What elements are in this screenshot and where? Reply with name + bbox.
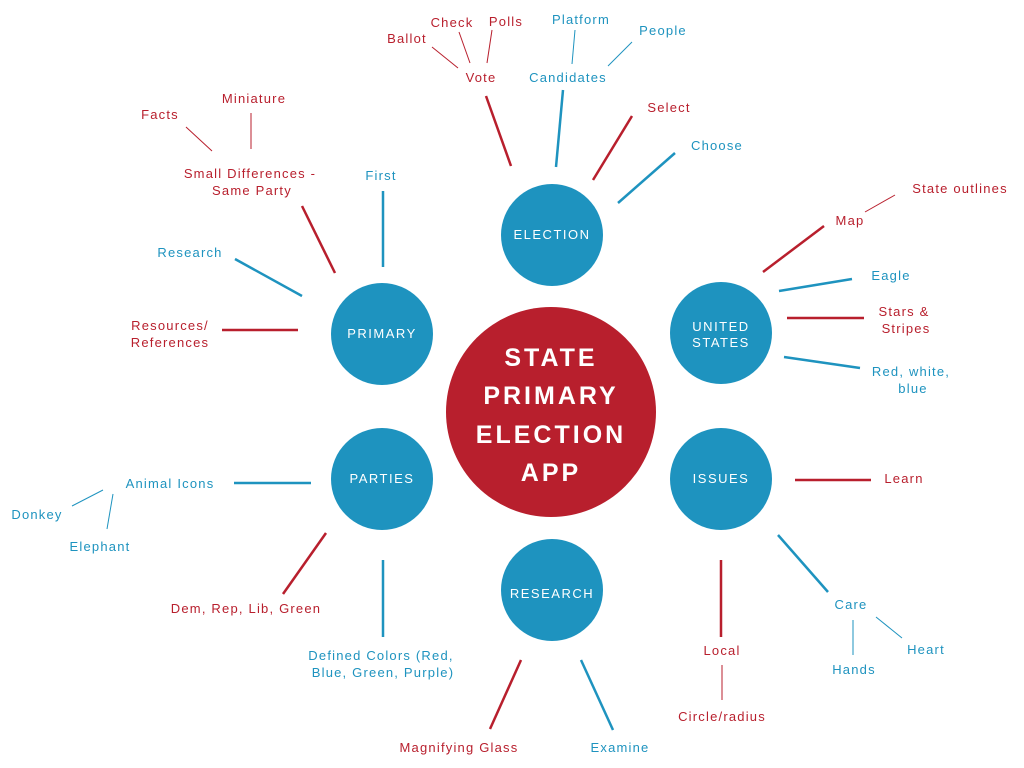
connector-select xyxy=(591,115,634,181)
label-magnifying-glass: Magnifying Glass xyxy=(400,740,519,755)
node-primary-circle xyxy=(331,283,433,385)
node-research-label: RESEARCH xyxy=(510,586,594,601)
node-parties-label: PARTIES xyxy=(350,471,415,486)
label-people: People xyxy=(639,23,687,38)
united-states-branch: Map State outlines Eagle Stars & Stripes… xyxy=(836,181,1008,396)
research-branch: Magnifying Glass Examine xyxy=(400,740,650,755)
label-facts: Facts xyxy=(141,107,179,122)
label-care: Care xyxy=(835,597,868,612)
connector-vote xyxy=(484,95,513,167)
parties-branch: Animal Icons Donkey Elephant Dem, Rep, L… xyxy=(11,476,455,680)
label-polls: Polls xyxy=(489,14,523,29)
connector-polls xyxy=(486,29,493,64)
node-research-circle xyxy=(501,539,603,641)
label-first: First xyxy=(365,168,396,183)
connector-map xyxy=(762,225,825,273)
label-small-differences-2: Same Party xyxy=(212,183,292,198)
label-red-white-blue-2: blue xyxy=(898,381,927,396)
connector-facts xyxy=(185,126,213,152)
label-resources-1: Resources/ xyxy=(131,318,209,333)
label-resources-2: References xyxy=(131,335,209,350)
label-map: Map xyxy=(836,213,865,228)
connector-ballot xyxy=(431,46,459,69)
connector-small-differences xyxy=(300,205,337,274)
label-research: Research xyxy=(157,245,222,260)
node-issues-circle xyxy=(670,428,772,530)
node-election-label: ELECTION xyxy=(513,227,590,242)
center-title-line-3: ELECTION xyxy=(476,421,626,449)
node-primary-label: PRIMARY xyxy=(347,326,417,341)
label-miniature: Miniature xyxy=(222,91,286,106)
connector-lines xyxy=(71,29,903,731)
label-ballot: Ballot xyxy=(387,31,427,46)
label-defined-colors-2: Blue, Green, Purple) xyxy=(312,665,455,680)
primary-branch: First Small Differences - Same Party Fac… xyxy=(131,91,396,350)
label-local: Local xyxy=(703,643,740,658)
node-election-circle xyxy=(501,184,603,286)
label-platform: Platform xyxy=(552,12,610,27)
node-circles xyxy=(331,184,772,641)
label-animal-icons: Animal Icons xyxy=(126,476,215,491)
label-choose: Choose xyxy=(691,138,743,153)
label-circle-radius: Circle/radius xyxy=(678,709,766,724)
label-stars-stripes-2: Stripes xyxy=(882,321,931,336)
connector-check xyxy=(458,31,471,64)
label-learn: Learn xyxy=(884,471,923,486)
center-title-line-1: STATE xyxy=(504,344,597,372)
label-dem-rep: Dem, Rep, Lib, Green xyxy=(171,601,321,616)
connector-magnifying-glass xyxy=(488,659,523,730)
election-branch: Vote Ballot Check Polls Candidates Platf… xyxy=(387,12,743,153)
connector-heart xyxy=(875,616,903,639)
node-united-states-label-2: STATES xyxy=(692,335,750,350)
connector-research xyxy=(234,257,303,298)
label-defined-colors-1: Defined Colors (Red, xyxy=(308,648,453,663)
connector-red-white-blue xyxy=(783,355,861,370)
label-eagle: Eagle xyxy=(871,268,910,283)
node-parties-circle xyxy=(331,428,433,530)
label-vote: Vote xyxy=(466,70,497,85)
label-heart: Heart xyxy=(907,642,945,657)
node-united-states-label-1: UNITED xyxy=(692,319,749,334)
connector-dem-rep xyxy=(281,532,328,595)
label-small-differences-1: Small Differences - xyxy=(184,166,316,181)
center-title-line-4: APP xyxy=(521,459,581,487)
label-stars-stripes-1: Stars & xyxy=(878,304,929,319)
label-examine: Examine xyxy=(591,740,650,755)
connector-examine xyxy=(579,659,615,731)
label-donkey: Donkey xyxy=(11,507,62,522)
connector-candidates xyxy=(554,89,565,168)
label-elephant: Elephant xyxy=(70,539,131,554)
connector-donkey xyxy=(71,489,104,507)
center-circle xyxy=(446,307,656,517)
connector-platform xyxy=(571,29,576,65)
connector-care xyxy=(777,534,829,593)
center-title-line-2: PRIMARY xyxy=(483,382,618,410)
label-candidates: Candidates xyxy=(529,70,607,85)
label-check: Check xyxy=(431,15,474,30)
connector-state-outlines xyxy=(864,194,896,213)
label-state-outlines: State outlines xyxy=(912,181,1008,196)
label-red-white-blue-1: Red, white, xyxy=(872,364,950,379)
label-select: Select xyxy=(647,100,690,115)
connector-people xyxy=(607,41,633,67)
connector-eagle xyxy=(778,277,853,293)
center-title: STATE PRIMARY ELECTION APP xyxy=(476,344,626,487)
label-hands: Hands xyxy=(832,662,876,677)
node-united-states-circle xyxy=(670,282,772,384)
node-issues-label: ISSUES xyxy=(693,471,750,486)
issues-branch: Learn Care Heart Hands Local Circle/radi… xyxy=(678,471,945,724)
connector-elephant xyxy=(106,493,114,530)
node-labels: ELECTION UNITED STATES ISSUES RESEARCH P… xyxy=(347,227,750,601)
connector-choose xyxy=(617,152,676,204)
